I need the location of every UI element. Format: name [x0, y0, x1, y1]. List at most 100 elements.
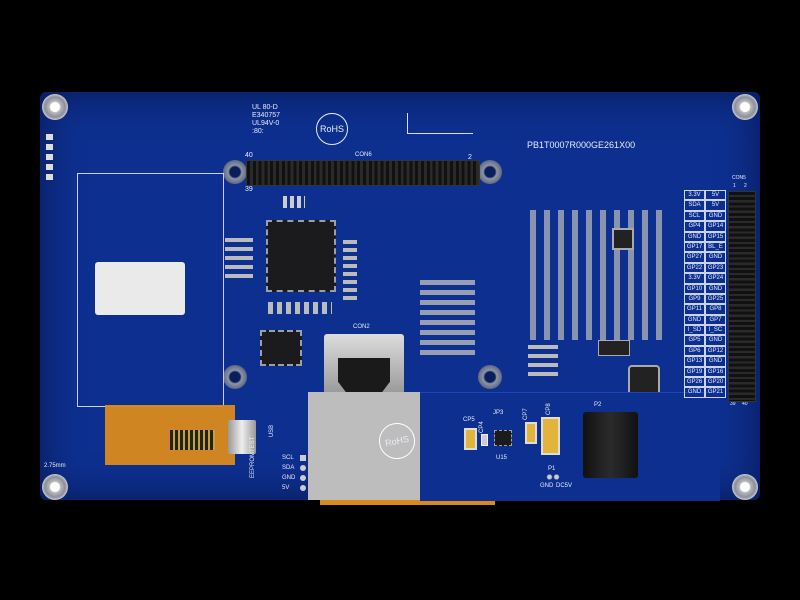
gpio-pin-label: GND [705, 335, 726, 346]
component-label: JP3 [493, 410, 504, 416]
pin-label: 2 [468, 154, 472, 161]
usb-label: USB [269, 424, 276, 438]
component-label: CP5 [463, 417, 475, 423]
resistor-array [268, 302, 332, 314]
ul-line: UL94V-0 [252, 120, 280, 127]
gpio-pin-label: GP15 [705, 231, 726, 242]
smd-components [283, 196, 305, 208]
gpio-pin-label: GP12 [705, 345, 726, 357]
regulator-u15 [494, 430, 512, 446]
gpio-pin-label: GP10 [684, 283, 705, 294]
component-label: GND [540, 483, 554, 489]
pin-label: 39 [245, 186, 253, 193]
gpio-pin-label: GP20 [705, 377, 726, 388]
gpio-pin-label: GP16 [705, 366, 726, 378]
capacitor-cp8 [541, 417, 560, 455]
gpio-pin-label: SCL [684, 210, 705, 222]
gpio-pin-label: GP9 [684, 293, 705, 305]
audio-circuit-components [530, 210, 670, 340]
gpio-pin-label: GND [684, 387, 705, 398]
capacitor-cp7 [525, 422, 537, 444]
component-label: P2 [594, 402, 602, 408]
component-label-cp4: CP4 [479, 421, 485, 433]
main-ic [266, 220, 336, 292]
ul-marking: UL 80-D E340757 UL94V-0 :80: [252, 104, 280, 136]
header-label: CON5 [732, 175, 746, 181]
thickness-label: 2.75mm [44, 463, 66, 469]
gpio-pin-label: GP17 [684, 241, 705, 253]
smd-components [528, 345, 558, 380]
gpio-pin-label: GP21 [705, 387, 726, 398]
power-pins [546, 474, 560, 480]
pin-label: 39 [730, 401, 736, 407]
gpio-pin-label: 3.3V [684, 273, 705, 284]
label-sticker [95, 262, 185, 315]
gpio-pin-label: GND [684, 231, 705, 242]
gpio-pin-label: GP5 [684, 335, 705, 346]
silk-corner-mark [407, 113, 473, 134]
fpc-shield [308, 392, 420, 500]
gpio-pin-label: I_SD [684, 325, 705, 336]
pin-label: 40 [245, 152, 253, 159]
pin-label: 5V [282, 485, 290, 491]
component-label-cp7: CP7 [523, 408, 529, 420]
gpio-pin-label: GP11 [684, 304, 705, 315]
test-pad [300, 465, 306, 471]
gpio-pin-label: GP4 [684, 221, 705, 232]
eeprom-label: EEPROMTEST [250, 436, 256, 478]
gpio-pin-label: GP6 [684, 345, 705, 357]
pin-label: SCL [282, 455, 294, 461]
capacitor-cp4 [481, 434, 488, 446]
test-pad [300, 475, 306, 481]
pin-label: 40 [742, 401, 748, 407]
gpio-pin-label: GP27 [684, 252, 705, 263]
ul-line: UL 80-D [252, 104, 278, 111]
gpio-pin-label: GND [684, 314, 705, 326]
hdmi-port[interactable] [338, 358, 390, 392]
standoff-hole [478, 365, 502, 389]
pin-label: SDA [282, 465, 295, 471]
header-label: CON6 [355, 152, 372, 158]
ul-line: E340757 [252, 112, 281, 119]
gpio-pin-label: GP22 [684, 262, 705, 274]
gpio-pin-label: GP25 [705, 293, 726, 305]
dc-power-jack[interactable] [583, 412, 638, 478]
gpio-pin-label: GP24 [705, 273, 726, 284]
mounting-hole [732, 94, 758, 120]
gpio-pin-label: GND [705, 356, 726, 367]
mounting-hole [732, 474, 758, 500]
gpio-pin-label: 3.3V [684, 190, 705, 201]
pin-header-con6 [246, 160, 480, 186]
inductor [612, 228, 634, 250]
gpio-pin-label: GP23 [705, 262, 726, 274]
mounting-hole [42, 94, 68, 120]
micro-usb-port[interactable] [228, 420, 256, 454]
gpio-pin-label: GP19 [684, 366, 705, 378]
gpio-pin-label: BL_E [705, 241, 726, 253]
component-label: DC5V [556, 483, 573, 489]
hdmi-label: CON2 [353, 324, 370, 330]
gpio-pin-label: GND [705, 252, 726, 263]
gpio-pin-label: GP13 [684, 356, 705, 367]
gpio-pin-label: GND [705, 283, 726, 294]
gpio-pin-label: 5V [705, 190, 726, 201]
capacitor-cp5 [464, 428, 477, 450]
mounting-hole [42, 474, 68, 500]
smd-components [420, 280, 475, 360]
gpio-pin-label: 5V [705, 200, 726, 211]
part-number: PB1T0007R000GE261X00 [527, 140, 636, 150]
component-label: P1 [548, 466, 556, 472]
